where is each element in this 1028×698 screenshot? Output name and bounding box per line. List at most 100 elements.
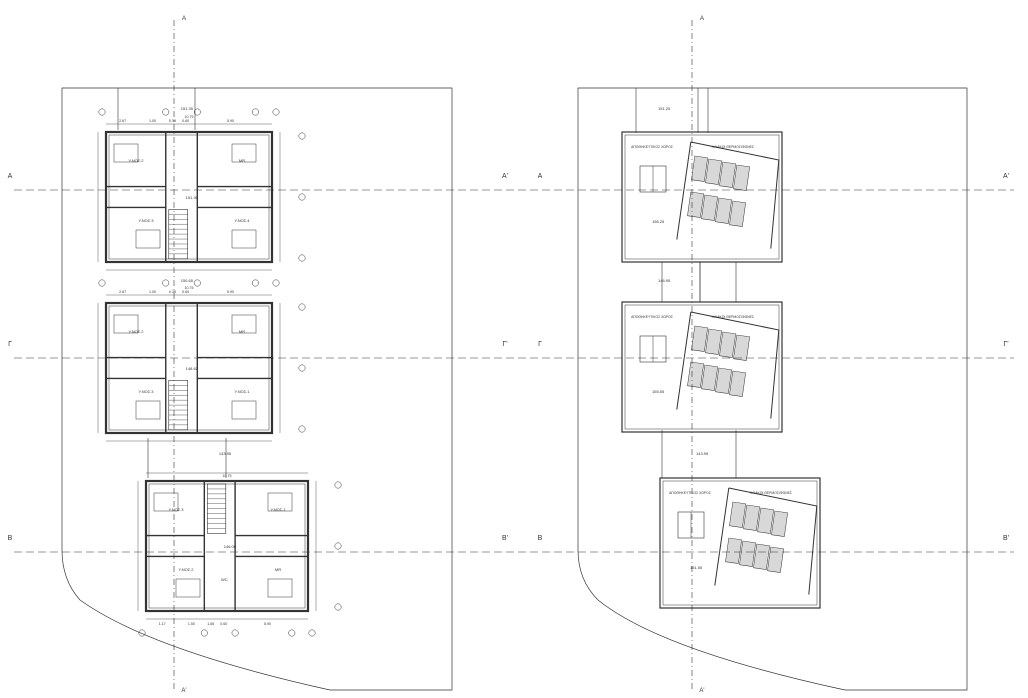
rect: [148, 483, 306, 609]
roof-parapet: [676, 311, 780, 419]
roof-outline: [621, 301, 783, 433]
solar-panel: [691, 155, 708, 182]
section-marker: Γ: [8, 341, 12, 348]
room-label: Υ.ΝΟΣ.3: [168, 507, 184, 512]
grid-bubble: [288, 629, 296, 637]
rect: [662, 480, 818, 606]
grid-bubble: [251, 279, 259, 287]
section-marker: B': [502, 535, 508, 542]
solar-panel: [701, 364, 718, 391]
room-label: Υ.ΝΟΣ.2: [128, 329, 144, 334]
room-label: Υ.ΝΟΣ.3: [138, 218, 154, 223]
solar-panel: [729, 200, 746, 227]
level-mark: 151.30: [186, 195, 199, 200]
room-label: Υ.ΝΟΣ.4: [234, 218, 250, 223]
rect: [624, 304, 780, 430]
grid-bubble: [298, 425, 306, 433]
solar-panel: [719, 331, 736, 358]
tank-label: ΑΠΟΘΗΚΕΥΤΙΚΟΣ ΧΩΡΟΣ: [631, 315, 673, 319]
room-label: Υ.ΝΟΣ.2: [178, 567, 194, 572]
solar-panel: [687, 361, 704, 388]
exterior-wall: [144, 479, 310, 613]
grid-bubble: [193, 279, 201, 287]
solar-panel: [733, 164, 750, 191]
section-marker: A: [8, 173, 13, 180]
dimension-label: 0.38: [169, 290, 176, 294]
grid-bubble: [272, 279, 280, 287]
section-marker: B: [8, 535, 13, 542]
solar-panel: [701, 194, 718, 221]
level-mark: 151.35: [181, 106, 194, 111]
solar-panel: [767, 546, 784, 573]
dimension-label: 1.50: [188, 622, 195, 626]
level-mark: 151.20: [658, 106, 671, 111]
panels-label: ΗΛΙΑΚΟΙ ΘΕΡΜΟΣΙΦΩΝΕΣ: [712, 315, 754, 319]
bed: [175, 578, 201, 598]
dimension-total: 10.75: [185, 286, 194, 290]
roof-outline: [659, 477, 821, 609]
dimension-label: 1.00: [149, 119, 156, 123]
room-label: Υ.ΝΟΣ.1: [234, 389, 250, 394]
grid-bubble: [298, 303, 306, 311]
grid-bubble: [334, 603, 342, 611]
dimension-label: 1.65: [207, 622, 214, 626]
solar-panel: [729, 501, 746, 528]
solar-panel: [705, 328, 722, 355]
bed: [113, 143, 139, 163]
exterior-wall: [104, 301, 274, 435]
bed: [231, 229, 257, 249]
section-marker: Γ': [502, 341, 507, 348]
room-label: Υ.ΝΟΣ.1: [270, 507, 286, 512]
section-marker-a-prime: A': [699, 688, 704, 694]
dimension-label: 0.60: [182, 290, 189, 294]
grid-bubble: [308, 629, 316, 637]
grid-bubble: [334, 542, 342, 550]
solar-panel: [725, 537, 742, 564]
solar-panel: [753, 543, 770, 570]
roof-outline: [621, 131, 783, 263]
grid-bubble: [298, 193, 306, 201]
section-marker: B': [1003, 535, 1009, 542]
level-mark: 156.25: [652, 219, 665, 224]
dimension-label: 1.17: [159, 622, 166, 626]
bed: [231, 143, 257, 163]
room-label: WC: [221, 577, 228, 582]
section-marker: Γ': [1003, 341, 1008, 348]
dimension-total: 10.75: [223, 474, 232, 478]
solar-panel: [733, 334, 750, 361]
plot-boundary: [577, 87, 968, 691]
dimension-label: 5.90: [264, 622, 271, 626]
dimension-label: 2.67: [119, 119, 126, 123]
grid-bubble: [138, 629, 146, 637]
level-mark: 148.62: [186, 366, 199, 371]
solar-panel: [771, 510, 788, 537]
section-marker-a: A: [182, 16, 186, 22]
grid-bubble: [193, 108, 201, 116]
grid-bubble: [298, 132, 306, 140]
bed: [135, 400, 161, 420]
rect: [108, 134, 270, 260]
roof-parapet: [714, 487, 818, 595]
level-mark: 146.00: [224, 544, 237, 549]
solar-panel: [757, 507, 774, 534]
solar-panel: [743, 504, 760, 531]
section-marker: A': [502, 173, 508, 180]
exterior-wall: [104, 130, 274, 264]
section-marker: B: [538, 535, 543, 542]
bed: [267, 492, 293, 512]
grid-bubble: [251, 108, 259, 116]
room-label: MR: [275, 567, 281, 572]
grid-bubble: [162, 279, 170, 287]
grid-bubble: [298, 254, 306, 262]
section-marker-a: A: [700, 16, 704, 22]
section-marker: Γ: [538, 341, 542, 348]
level-mark: 155.55: [652, 389, 665, 394]
rect: [108, 305, 270, 431]
roof-plans-sheet: ΑΠΟΘΗΚΕΥΤΙΚΟΣ ΧΩΡΟΣ ΗΛΙΑΚΟΙ ΘΕΡΜΟΣΙΦΩΝΕΣ 1…: [577, 87, 968, 691]
grid-bubble: [200, 629, 208, 637]
